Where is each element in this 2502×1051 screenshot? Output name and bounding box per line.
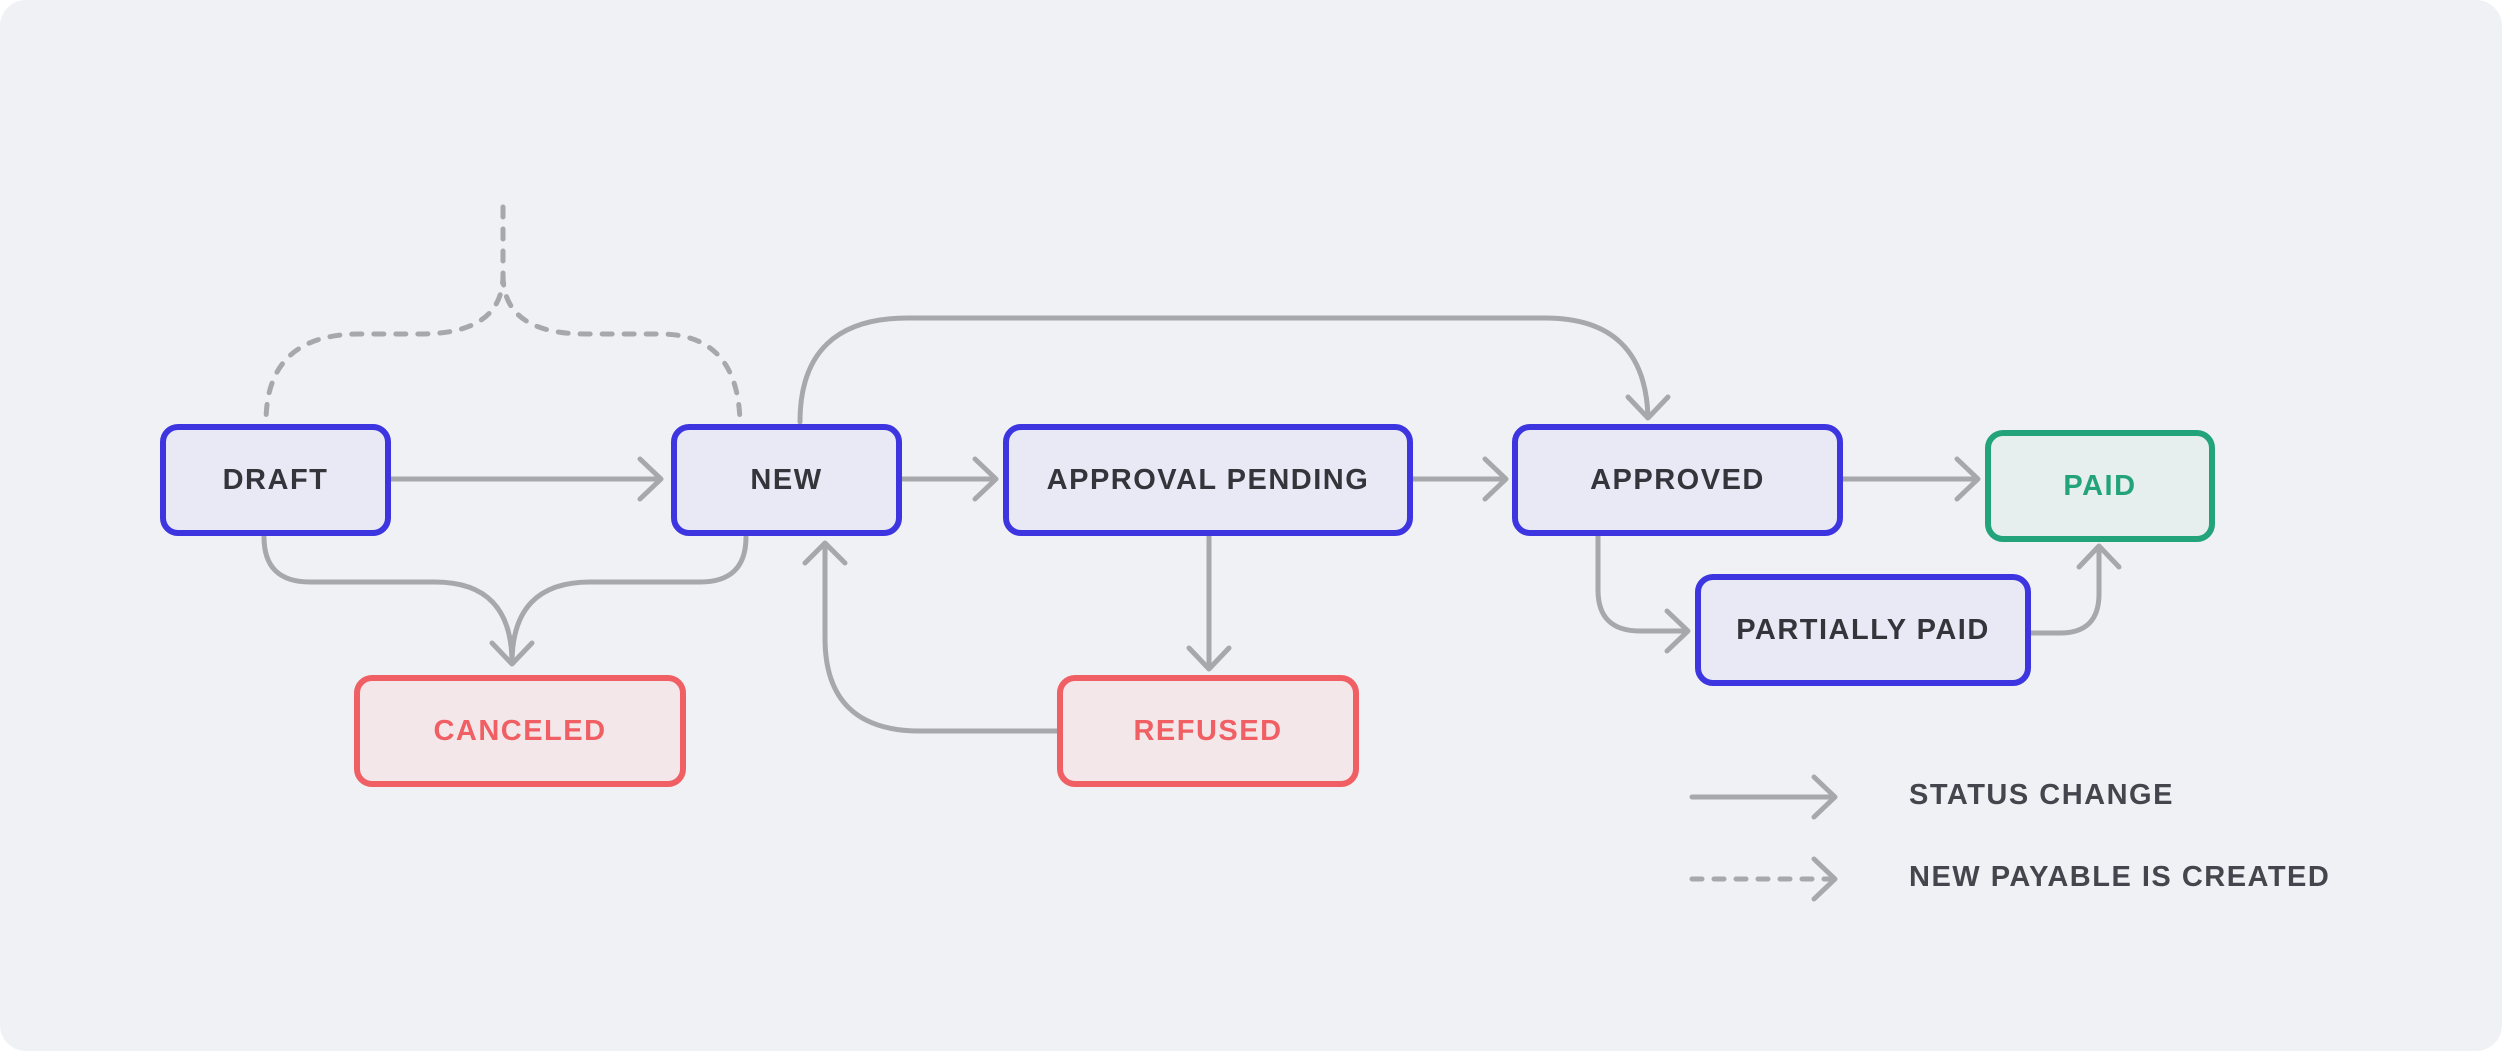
arrowhead: [1482, 456, 1509, 502]
arrowhead: [489, 640, 535, 667]
node-refused: REFUSED: [1057, 675, 1359, 787]
node-partially-paid: PARTIALLY PAID: [1695, 574, 2031, 686]
arrowhead: [1811, 856, 1838, 902]
draft-to-canceled-connector: [261, 534, 515, 666]
new-payable-connector: [500, 272, 743, 425]
arrowhead: [972, 456, 999, 502]
node-new: NEW: [671, 424, 902, 536]
new-payable-connector: [263, 204, 506, 425]
node-paid: PAID: [1985, 430, 2215, 542]
legend-new-payable-label: NEW PAYABLE IS CREATED: [1909, 861, 2331, 893]
arrowhead: [637, 456, 664, 502]
arrowhead: [1186, 645, 1232, 672]
node-approval-pending: APPROVAL PENDING: [1003, 424, 1413, 536]
partially-paid-to-paid-connector: [2028, 544, 2102, 636]
arrowhead: [1625, 394, 1671, 421]
arrowhead: [1664, 608, 1691, 654]
node-draft: DRAFT: [160, 424, 391, 536]
new-to-canceled-connector: [509, 534, 749, 666]
arrowhead: [1954, 456, 1981, 502]
arrowhead: [1811, 774, 1838, 820]
approved-to-partially-paid-connector: [1595, 534, 1690, 634]
arrowhead: [2076, 543, 2122, 570]
new-to-approved-connector: [797, 315, 1651, 425]
refused-to-new-connector: [822, 541, 1060, 734]
legend-status-change-label: STATUS CHANGE: [1909, 779, 2174, 811]
node-canceled: CANCELED: [354, 675, 686, 787]
node-approved: APPROVED: [1512, 424, 1843, 536]
arrowhead: [802, 540, 848, 566]
